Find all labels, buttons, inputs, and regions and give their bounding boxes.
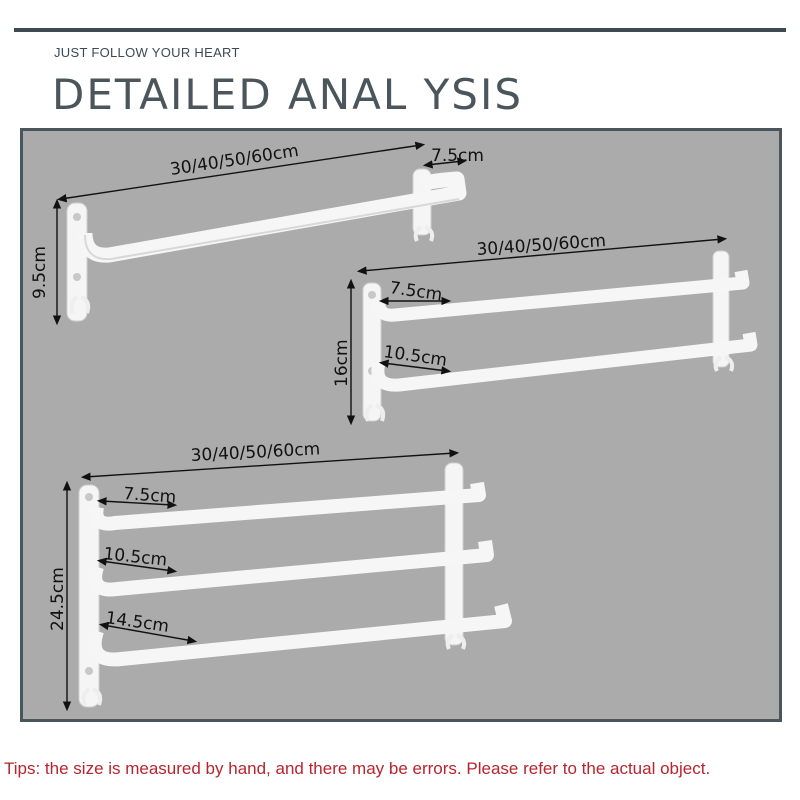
product-diagram-panel: 30/40/50/60cm 7.5cm 9.5cm 30/40/50/60cm … bbox=[20, 128, 782, 722]
top-rule bbox=[14, 28, 786, 32]
double-depth-2-label: 10.5cm bbox=[382, 342, 448, 371]
triple-length-label: 30/40/50/60cm bbox=[190, 439, 320, 466]
single-left-plate bbox=[66, 202, 88, 322]
tagline: JUST FOLLOW YOUR HEART bbox=[54, 45, 240, 60]
tips-note: Tips: the size is measured by hand, and … bbox=[4, 759, 711, 778]
single-height-label: 9.5cm bbox=[30, 246, 50, 299]
double-height-label: 16cm bbox=[332, 339, 352, 387]
page-title: DETAILED ANAL YSIS bbox=[52, 70, 524, 119]
triple-rack: 30/40/50/60cm 7.5cm 10.5cm 14.5cm 24.5cm bbox=[48, 439, 512, 712]
triple-depth-1-label: 7.5cm bbox=[123, 484, 177, 508]
single-rack: 30/40/50/60cm 7.5cm 9.5cm bbox=[30, 141, 484, 326]
single-depth-label: 7.5cm bbox=[431, 146, 484, 166]
triple-height-label: 24.5cm bbox=[48, 567, 68, 631]
towel-rack-illustration: 30/40/50/60cm 7.5cm 9.5cm 30/40/50/60cm … bbox=[30, 141, 758, 712]
double-rack: 30/40/50/60cm 7.5cm 10.5cm 16cm bbox=[332, 231, 758, 426]
single-length-label: 30/40/50/60cm bbox=[169, 141, 300, 180]
double-left-plate bbox=[362, 282, 382, 422]
triple-depth-3-label: 14.5cm bbox=[104, 608, 170, 637]
triple-depth-2-label: 10.5cm bbox=[102, 544, 168, 571]
